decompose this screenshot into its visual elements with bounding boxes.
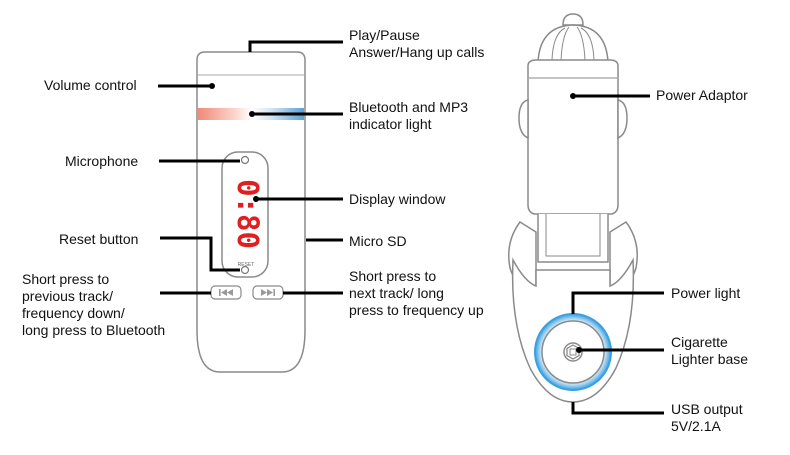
label-next-track: Short press to next track/ long press to… bbox=[349, 268, 484, 318]
leader-reset bbox=[160, 236, 240, 272]
display-window bbox=[221, 151, 269, 278]
label-reset-button: Reset button bbox=[59, 231, 139, 247]
reset-text: RESET bbox=[238, 262, 255, 268]
leader-play-pause bbox=[248, 40, 343, 52]
previous-icon bbox=[219, 289, 233, 296]
label-volume-control: Volume control bbox=[44, 77, 137, 93]
microphone-hole bbox=[240, 155, 250, 165]
leader-dots bbox=[209, 83, 582, 353]
leader-power-light bbox=[571, 291, 664, 314]
label-bluetooth-mp3-indicator: Bluetooth and MP3 indicator light bbox=[349, 99, 469, 132]
leader-lines bbox=[158, 40, 664, 415]
label-play-pause: Play/Pause Answer/Hang up calls bbox=[349, 27, 485, 60]
label-cigarette-lighter-base: Cigarette Lighter base bbox=[671, 334, 749, 367]
label-micro-sd: Micro SD bbox=[349, 233, 407, 249]
leader-usb bbox=[571, 402, 664, 415]
display-readout: 0:80 bbox=[231, 179, 265, 249]
label-usb-output: USB output 5V/2.1A bbox=[671, 401, 743, 434]
label-microphone: Microphone bbox=[65, 153, 139, 169]
next-button[interactable] bbox=[252, 285, 284, 300]
label-previous-track: Short press to previous track/ frequency… bbox=[22, 271, 166, 338]
label-display-window: Display window bbox=[349, 191, 446, 207]
reset-hole bbox=[240, 265, 250, 275]
next-icon bbox=[261, 289, 275, 296]
prev-button[interactable] bbox=[210, 285, 242, 300]
label-power-adaptor: Power Adaptor bbox=[656, 87, 748, 103]
label-power-light: Power light bbox=[671, 285, 741, 301]
